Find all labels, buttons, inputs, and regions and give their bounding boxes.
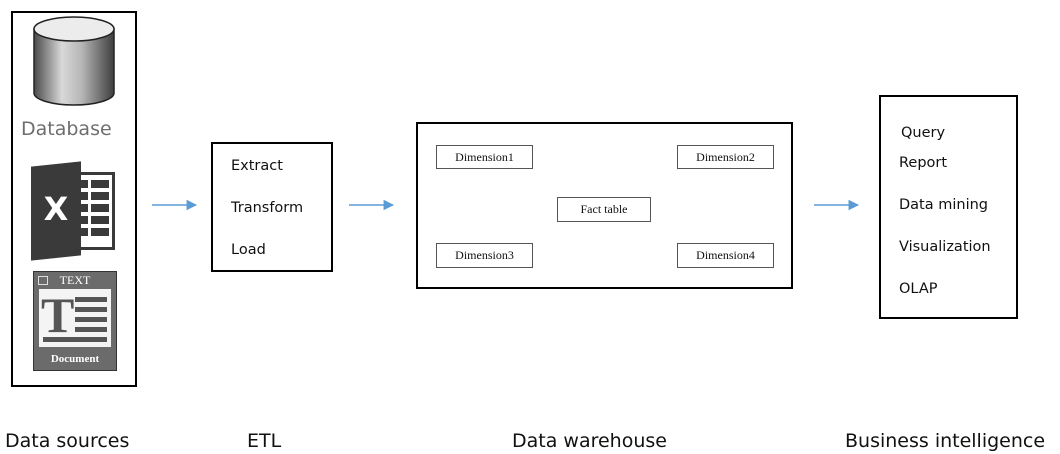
dimension1-box: Dimension1 <box>436 145 533 169</box>
dimension2-box: Dimension2 <box>677 145 774 169</box>
data-sources-box: Database X TEXT T Document <box>11 11 137 387</box>
bi-item-query: Query <box>901 125 946 141</box>
text-document-icon: TEXT T Document <box>33 271 117 371</box>
fact-table-box: Fact table <box>557 197 651 222</box>
etl-item-extract: Extract <box>231 158 283 174</box>
bi-item-data-mining: Data mining <box>899 197 988 213</box>
dimension3-box: Dimension3 <box>436 243 533 268</box>
stage-label-business-intelligence: Business intelligence <box>845 430 1046 452</box>
etl-box: Extract Transform Load <box>211 142 333 272</box>
excel-letter: X <box>43 190 69 228</box>
excel-icon: X <box>31 161 119 261</box>
etl-item-load: Load <box>231 242 266 258</box>
stage-label-data-sources: Data sources <box>5 430 130 452</box>
stage-label-etl: ETL <box>247 430 282 452</box>
business-intelligence-box: Query <box>879 95 1018 319</box>
bi-item-report: Report <box>899 155 948 171</box>
text-doc-footer: Document <box>50 353 100 365</box>
bi-item-olap: OLAP <box>899 281 938 297</box>
text-doc-header: TEXT <box>59 273 91 287</box>
bi-item-visualization: Visualization <box>899 239 991 255</box>
dimension4-box: Dimension4 <box>677 243 774 268</box>
etl-item-transform: Transform <box>231 200 304 216</box>
text-doc-letter: T <box>41 287 75 343</box>
stage-label-data-warehouse: Data warehouse <box>512 430 667 452</box>
database-label: Database <box>21 118 112 140</box>
database-icon <box>33 16 115 106</box>
